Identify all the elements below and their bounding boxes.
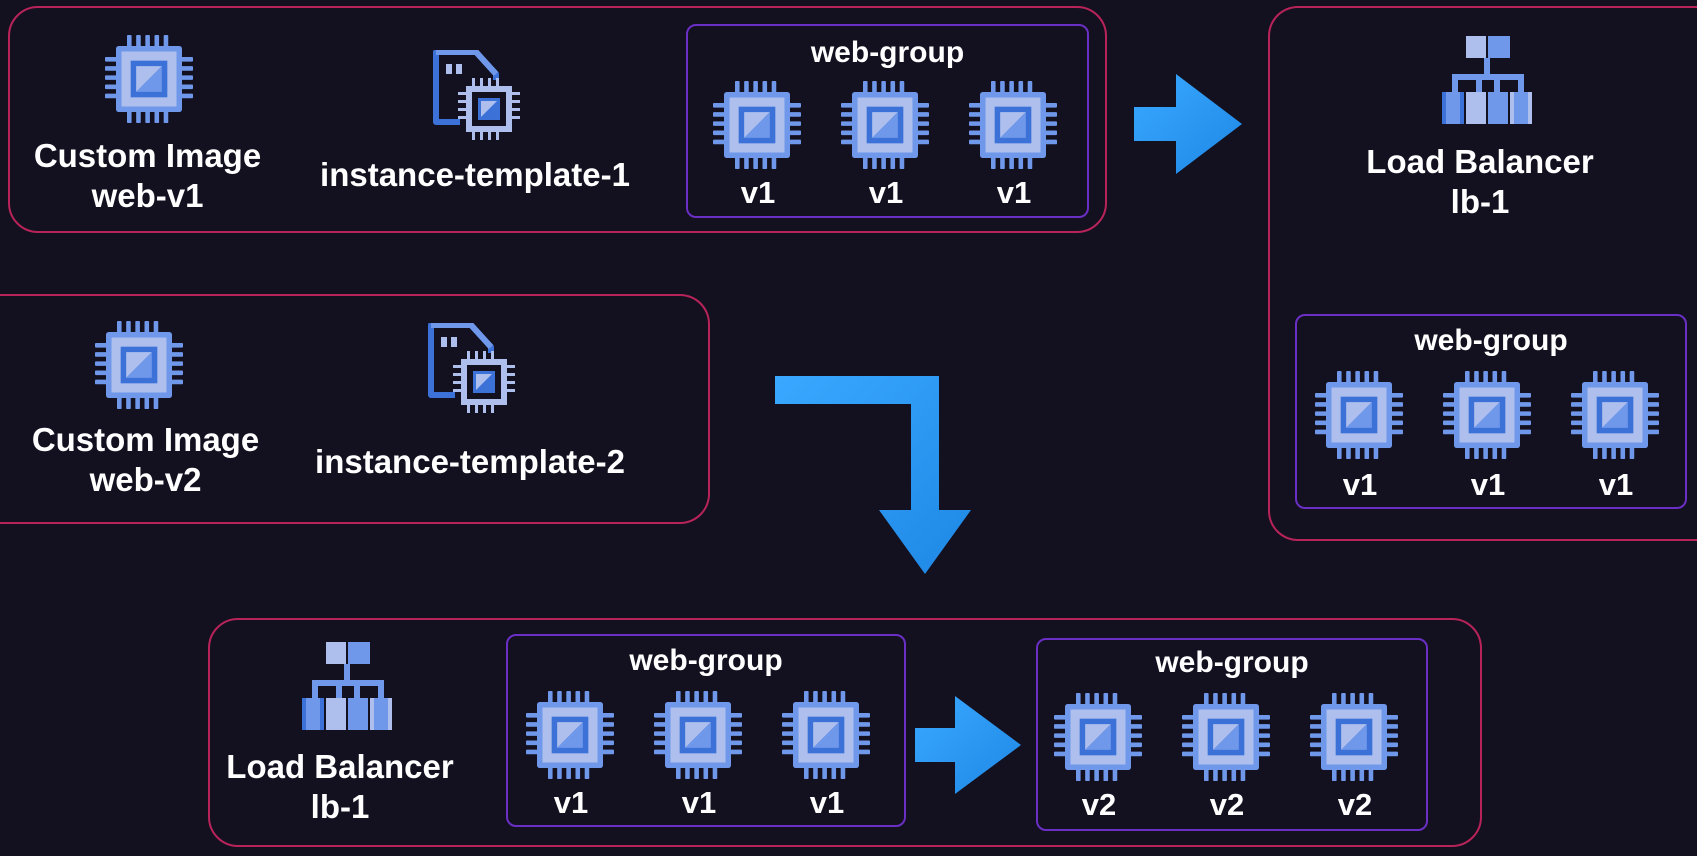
load-balancer-label: Load Balancer lb-1 [215, 747, 465, 827]
web-group-title: web-group [810, 36, 965, 69]
instance-template-icon [425, 323, 517, 415]
old-web-group-box: web-group v1 v1 v1 [506, 634, 906, 827]
instance-version: v2 [1337, 787, 1373, 822]
load-balancer-label: Load Balancer lb-1 [1350, 142, 1610, 222]
web-group-title: web-group [1414, 324, 1568, 357]
instance-template-label: instance-template-2 [315, 443, 625, 480]
right-arrow-icon [1134, 74, 1242, 174]
cpu-chip-icon [526, 691, 614, 779]
instance-version: v1 [740, 175, 776, 210]
load-balancer-name: Load Balancer [226, 748, 454, 785]
cpu-chip-icon [841, 81, 929, 169]
cpu-chip-icon [713, 81, 801, 169]
instance-version: v1 [1598, 467, 1634, 502]
instance-version: v1 [1470, 467, 1506, 502]
cpu-chip-icon [1054, 693, 1142, 781]
cpu-chip-icon [782, 691, 870, 779]
instance-version: v2 [1081, 787, 1117, 822]
right-panel: Load Balancer lb-1 web-group v1 v1 v1 [1268, 6, 1697, 541]
instance-template-label: instance-template-1 [320, 156, 630, 193]
custom-image-name: Custom Image [31, 421, 260, 458]
load-balancer-icon [302, 640, 394, 736]
instance-version: v1 [553, 785, 589, 820]
cpu-chip-icon [1310, 693, 1398, 781]
load-balancer-id: lb-1 [310, 788, 370, 825]
cpu-chip-icon [1182, 693, 1270, 781]
load-balancer-name: Load Balancer [1366, 143, 1594, 180]
instance-version: v1 [681, 785, 717, 820]
cpu-chip-icon [105, 35, 193, 123]
top-panel: Custom Image web-v1 instance-template-1 … [8, 6, 1107, 233]
web-group-title: web-group [629, 644, 783, 677]
instance-template-icon [430, 50, 522, 142]
web-group-title: web-group [1155, 646, 1309, 679]
web-group-box: web-group v1 v1 v1 [686, 24, 1089, 218]
custom-image-label: Custom Image web-v1 [20, 136, 275, 216]
instance-version: v1 [996, 175, 1032, 210]
load-balancer-icon [1442, 34, 1534, 130]
custom-image-label: Custom Image web-v2 [18, 420, 273, 500]
cpu-chip-icon [95, 321, 183, 409]
cpu-chip-icon [1443, 371, 1531, 459]
load-balancer-id: lb-1 [1450, 183, 1510, 220]
cpu-chip-icon [1571, 371, 1659, 459]
cpu-chip-icon [969, 81, 1057, 169]
cpu-chip-icon [1315, 371, 1403, 459]
custom-image-version: web-v2 [89, 461, 202, 498]
custom-image-version: web-v1 [91, 177, 204, 214]
instance-version: v1 [1342, 467, 1378, 502]
custom-image-name: Custom Image [33, 137, 262, 174]
bottom-panel: Load Balancer lb-1 web-group v1 v1 v1 [208, 618, 1482, 847]
web-group-box: web-group v1 v1 v1 [1295, 314, 1687, 509]
instance-version: v1 [809, 785, 845, 820]
middle-panel: Custom Image web-v2 instance-template-2 [0, 294, 710, 524]
instance-version: v1 [868, 175, 904, 210]
cpu-chip-icon [654, 691, 742, 779]
elbow-down-arrow-icon [775, 376, 975, 576]
instance-version: v2 [1209, 787, 1245, 822]
new-web-group-box: web-group v2 v2 v2 [1036, 638, 1428, 831]
right-arrow-icon [915, 696, 1021, 794]
